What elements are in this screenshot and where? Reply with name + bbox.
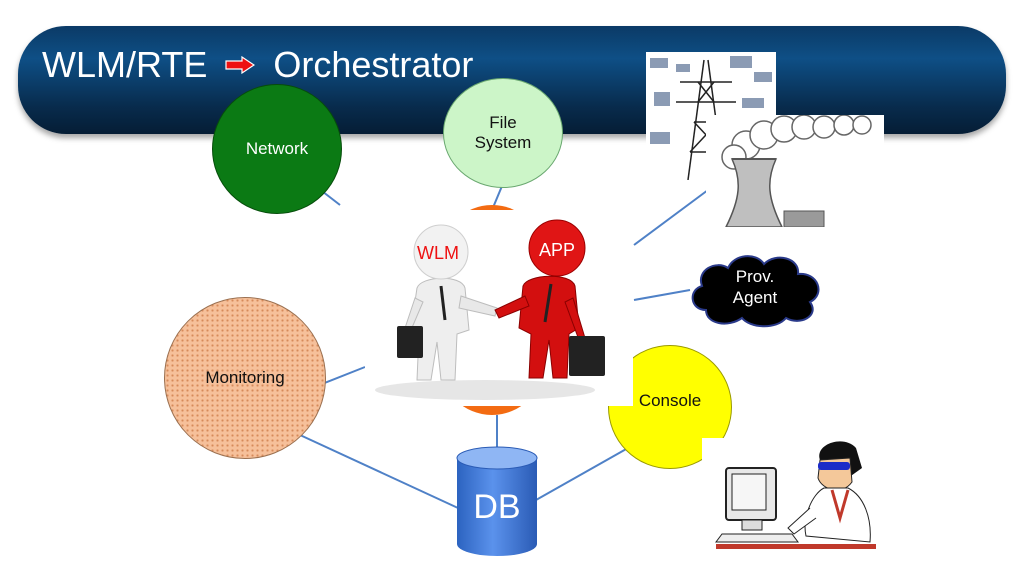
handshake-image: WLM APP (365, 210, 633, 406)
console-label: Console (638, 391, 702, 410)
prov-agent-label: Prov. Agent (700, 266, 810, 308)
file-system-label-1: File (489, 113, 517, 132)
link-prov (633, 289, 691, 301)
link-monitoring (321, 366, 366, 385)
prov-agent-cloud (691, 255, 820, 328)
wlm-label: WLM (417, 243, 459, 263)
file-system-node: File System (443, 78, 563, 188)
monitoring-node: Monitoring (164, 297, 326, 459)
network-label: Network (245, 139, 309, 158)
page-title: WLM/RTE Orchestrator (42, 44, 473, 86)
title-right: Orchestrator (273, 44, 474, 85)
right-arrow-icon (225, 56, 256, 74)
file-system-label-2: System (474, 133, 532, 152)
monitoring-label: Monitoring (205, 368, 285, 387)
power-plant-image (706, 115, 884, 227)
link-db-console (535, 447, 629, 501)
title-left: WLM/RTE (42, 44, 208, 85)
link-powerplant (633, 189, 709, 246)
prov-label-2: Agent (732, 288, 778, 307)
red-figure-icon (494, 275, 605, 379)
red-head-icon (528, 219, 586, 277)
app-label: APP (539, 240, 575, 260)
db-label: DB (473, 488, 521, 526)
database-icon (456, 446, 538, 556)
operator-at-computer-image (702, 438, 880, 550)
prov-label-1: Prov. (735, 267, 775, 286)
white-head-icon (413, 224, 469, 280)
network-node: Network (212, 84, 342, 214)
white-figure-icon (397, 277, 498, 381)
link-db-monitoring (299, 434, 459, 509)
